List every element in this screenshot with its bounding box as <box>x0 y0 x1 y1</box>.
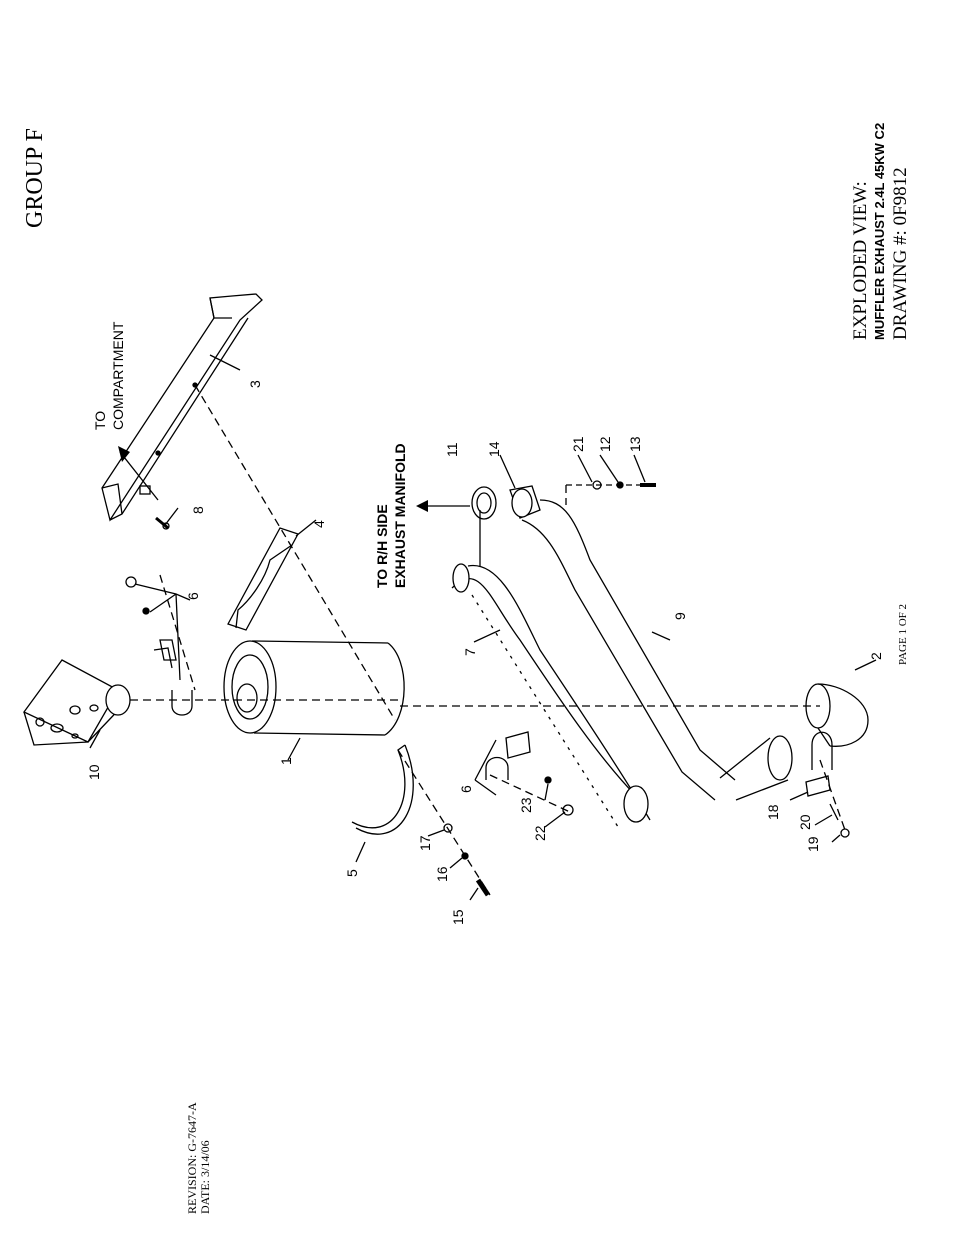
part-5-strap <box>351 744 414 835</box>
part-11-gasket <box>471 486 497 520</box>
part-number-9: 9 <box>672 612 688 620</box>
part-number-19: 19 <box>805 836 821 852</box>
part-number-2: 2 <box>868 652 884 660</box>
parts-21-12-13-fasteners <box>566 480 656 490</box>
arrow-to-compartment <box>119 451 159 501</box>
part-number-8: 8 <box>190 506 206 514</box>
part-8-bolt <box>155 516 170 530</box>
assembly-lines <box>130 384 846 896</box>
part-10-hanger <box>23 659 131 746</box>
part-9-pipe <box>521 499 793 801</box>
leader-lines <box>89 354 877 901</box>
part-number-13: 13 <box>627 436 643 452</box>
part-18-ubolt <box>805 731 833 797</box>
part-1-muffler <box>223 640 405 736</box>
part-2-elbow <box>805 683 869 747</box>
part-number-16: 16 <box>434 866 450 882</box>
part-number-1: 1 <box>278 757 294 765</box>
part-number-6-lower: 6 <box>458 785 474 793</box>
part-3-bracket <box>101 293 263 522</box>
part-number-18: 18 <box>765 804 781 820</box>
part-number-3: 3 <box>247 380 263 388</box>
part-number-14: 14 <box>486 441 502 457</box>
part-6-ubolt-upper <box>125 576 193 716</box>
part-number-23: 23 <box>518 797 534 813</box>
part-6-ubolt-lower <box>485 731 574 816</box>
part-number-17: 17 <box>417 835 433 851</box>
part-number-20: 20 <box>797 814 813 830</box>
part-number-11: 11 <box>444 442 460 457</box>
part-number-22: 22 <box>532 825 548 841</box>
parts-19-20-fasteners <box>829 803 850 838</box>
part-number-7: 7 <box>462 648 478 656</box>
part-number-15: 15 <box>450 909 466 925</box>
part-number-5: 5 <box>344 869 360 877</box>
part-4-heat-shield <box>227 527 299 631</box>
parts-15-16-17-fasteners <box>443 823 491 897</box>
part-number-10: 10 <box>86 764 102 780</box>
part-number-12: 12 <box>597 436 613 452</box>
part-number-21: 21 <box>570 436 586 452</box>
arrow-to-manifold-head <box>416 500 428 512</box>
part-number-6-upper: 6 <box>185 592 201 600</box>
part-number-4: 4 <box>311 520 327 528</box>
part-7-tube <box>451 563 651 831</box>
arrow-to-compartment-head <box>118 446 130 462</box>
part-14-flange <box>509 485 541 519</box>
